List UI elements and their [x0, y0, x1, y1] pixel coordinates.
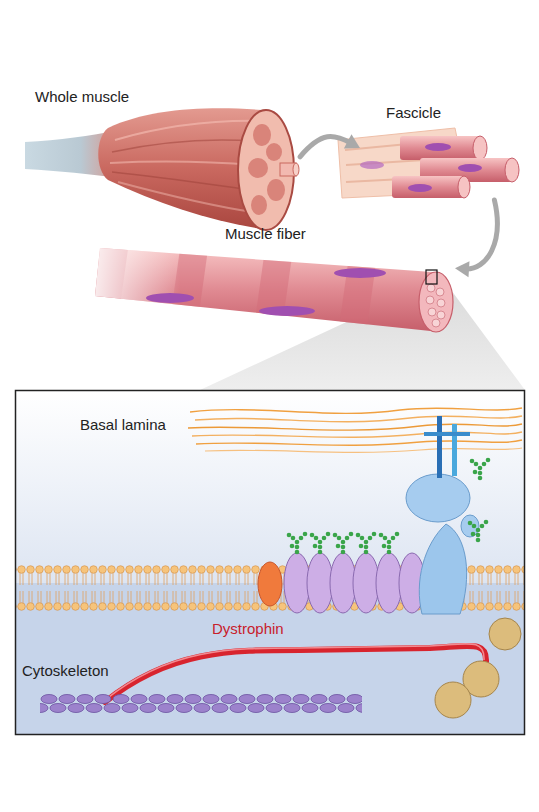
fiber-end — [505, 158, 519, 182]
glycan-chain — [287, 532, 308, 555]
dystrophin-strand — [105, 646, 486, 702]
basal-lamina-fiber — [196, 440, 522, 445]
laminin-arm — [424, 432, 470, 436]
nucleus — [458, 164, 482, 172]
fascicle-section — [253, 124, 271, 146]
glycan-chain — [468, 520, 489, 543]
whole-muscle-drawing — [25, 108, 299, 230]
fascicle-section — [266, 143, 282, 161]
part-label: Basal lamina — [80, 416, 166, 434]
fascicle-drawing — [338, 128, 519, 198]
sarcoglycan — [284, 553, 310, 613]
glycan-chain — [470, 458, 491, 481]
laminin-chain — [452, 424, 457, 476]
zoom-square — [426, 270, 437, 284]
illustration-group: Muscle fiber — [90, 221, 455, 331]
zoom-arrow — [300, 137, 351, 157]
part-heading: Muscle fiber — [225, 225, 306, 243]
panel-ground — [16, 391, 525, 735]
illustration-group: Fascicle — [360, 100, 520, 200]
fiber-bands — [87, 240, 450, 340]
nucleus — [425, 143, 451, 151]
illustration-group: Whole muscle — [30, 84, 300, 224]
glycan-chain — [379, 532, 400, 555]
sarcospan — [258, 562, 282, 606]
fiber-end — [458, 176, 470, 198]
part-label: Dystrophin — [212, 620, 284, 638]
laminin-chain — [437, 416, 442, 478]
sarcoglycan — [307, 553, 333, 613]
fiber-cylinder — [400, 136, 480, 160]
fascicle-section — [267, 179, 285, 201]
panel-border — [16, 391, 525, 735]
basal-lamina-fiber — [190, 408, 522, 413]
actin-filament — [40, 694, 362, 714]
nucleus — [360, 161, 384, 169]
sarcoglycan — [353, 553, 379, 613]
fiber-fade — [90, 240, 450, 340]
myofibril — [436, 288, 444, 296]
glycan-chain — [356, 532, 377, 555]
muscle-stripe — [115, 121, 262, 140]
fascicle-section — [248, 158, 268, 178]
myofibril — [428, 308, 436, 316]
sarcoglycan — [330, 553, 356, 613]
fiber-end — [473, 136, 487, 160]
syntrophin — [489, 618, 521, 650]
myofibril — [437, 311, 445, 319]
syntrophin — [435, 682, 471, 718]
glycan-chain — [333, 532, 354, 555]
myofibril — [427, 284, 435, 292]
fascicle-section — [251, 195, 267, 215]
sarcoglycan — [376, 553, 402, 613]
nucleus — [259, 306, 315, 316]
alpha-dystroglycan — [406, 474, 470, 522]
dystrophin-highlight — [105, 644, 484, 700]
myofibril — [437, 299, 445, 307]
detail-panel — [16, 391, 525, 735]
arrow-head — [344, 134, 360, 148]
basal-lamina-fiber — [195, 416, 522, 422]
myofibril — [432, 319, 440, 327]
fascicle-stub-end — [293, 163, 299, 176]
part-label: Cytoskeleton — [22, 662, 109, 680]
nucleus — [146, 293, 194, 303]
part-heading: Fascicle — [386, 104, 441, 122]
nucleus — [334, 268, 386, 278]
fiber-cylinder — [392, 176, 464, 198]
part-heading: Whole muscle — [35, 88, 129, 106]
arrow-head — [455, 261, 469, 277]
fiber-end — [419, 272, 453, 332]
basal-lamina-fiber — [205, 448, 522, 452]
basal-lamina-fiber — [188, 424, 522, 430]
glycan-chain — [310, 532, 331, 555]
myofibril — [426, 296, 434, 304]
beta-dystroglycan — [419, 524, 466, 614]
nucleus — [408, 184, 432, 192]
muscle-fiber-drawing — [87, 240, 453, 340]
zoom-arrow — [465, 200, 497, 269]
basal-lamina-fiber — [192, 432, 522, 437]
